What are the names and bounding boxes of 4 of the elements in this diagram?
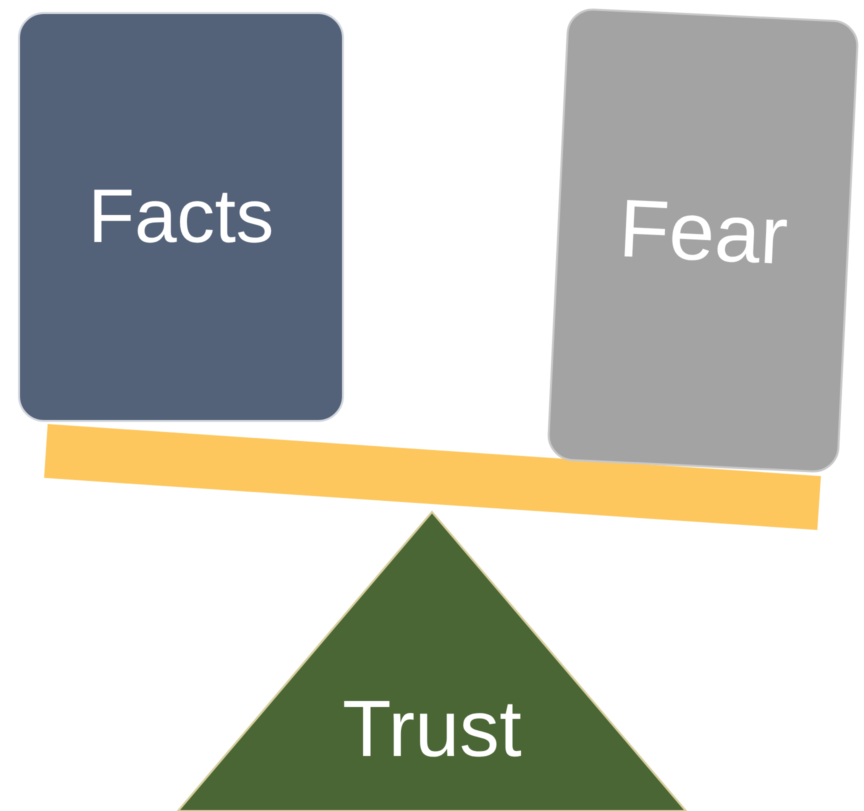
card-label: Facts [88, 179, 274, 255]
fulcrum-label: Trust [341, 689, 523, 769]
weight-card [18, 12, 344, 422]
card-label: Fear [617, 188, 790, 278]
